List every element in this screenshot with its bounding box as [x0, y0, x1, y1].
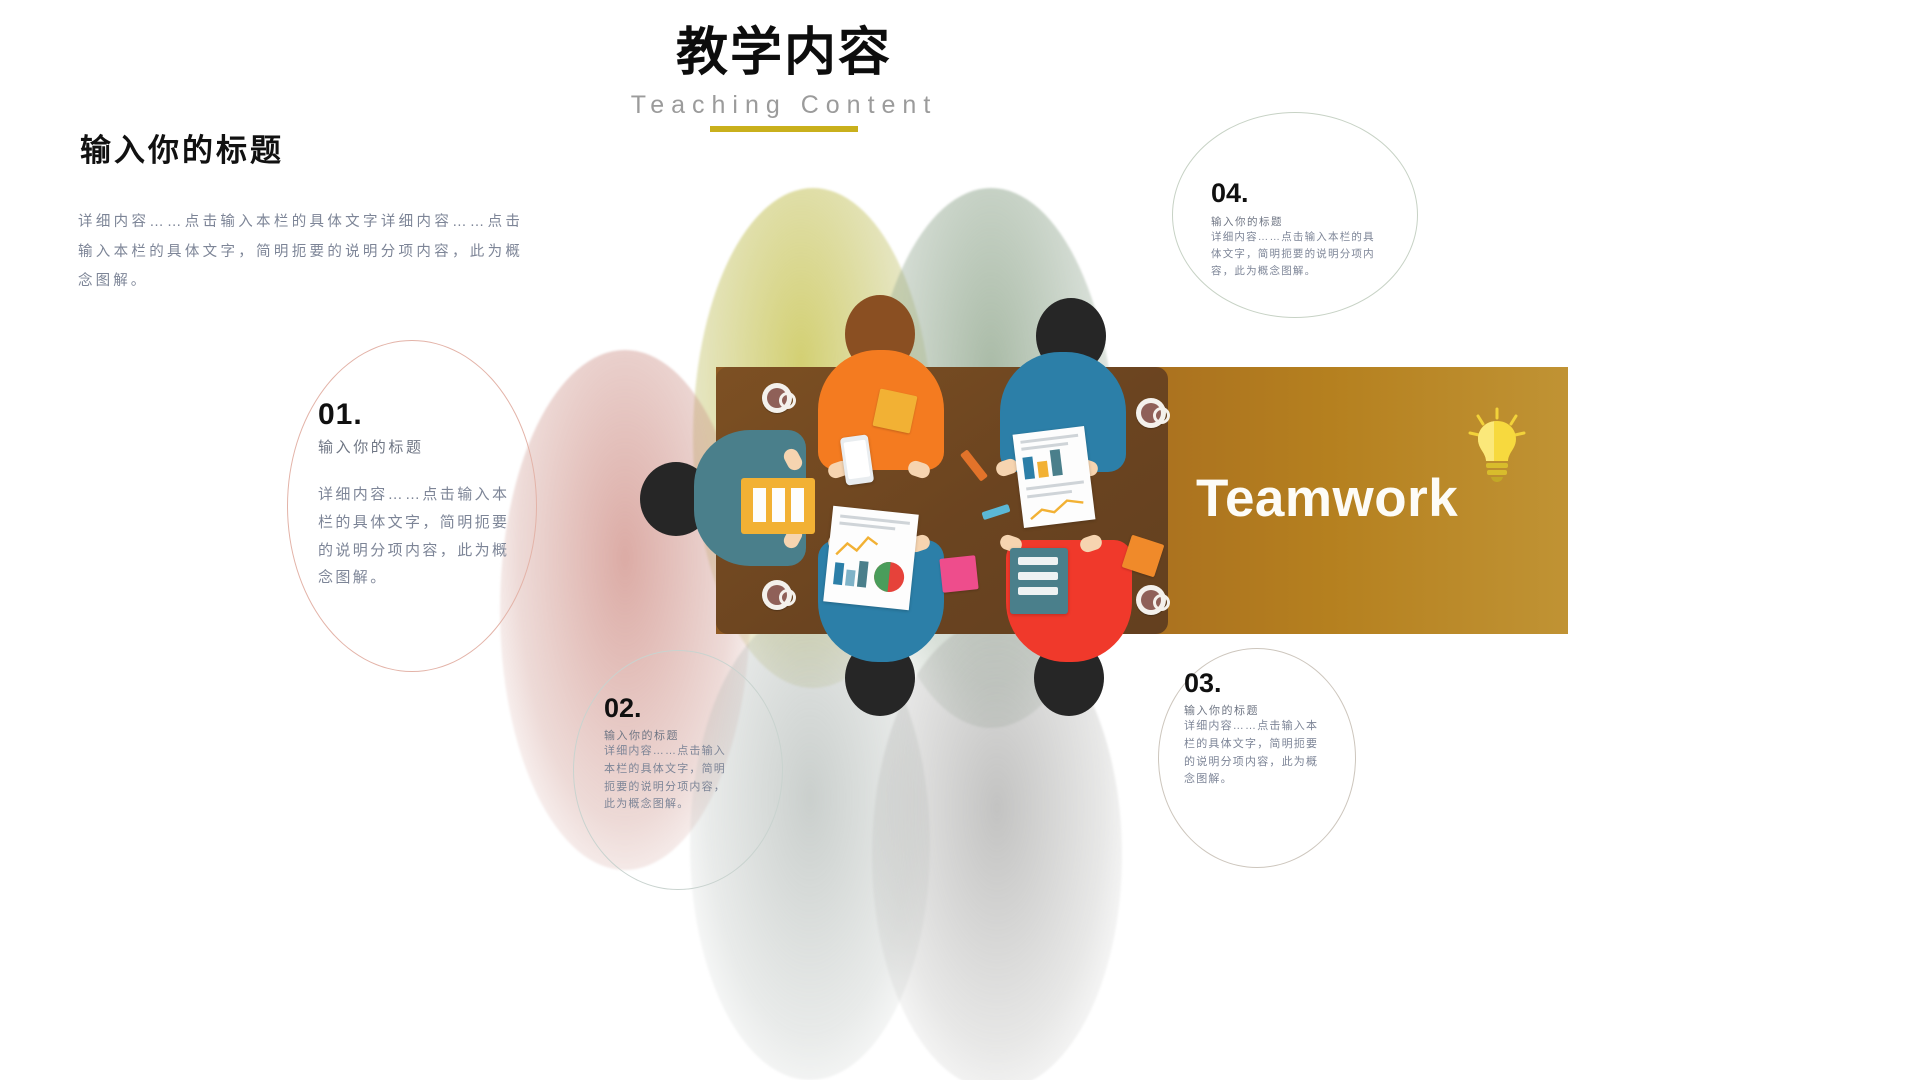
card-number: 02.	[604, 693, 642, 723]
card-body: 详细内容……点击输入本栏的具体文字，简明扼要的说明分项内容，此为概念图解。	[318, 486, 510, 587]
ring-outline-03	[1158, 648, 1356, 868]
teamwork-label: Teamwork	[1196, 469, 1459, 528]
card-title: 输入你的标题	[1211, 216, 1283, 228]
lead-paragraph: 详细内容……点击输入本栏的具体文字详细内容……点击输入本栏的具体文字，简明扼要的…	[78, 214, 523, 290]
card-body: 详细内容……点击输入本栏的具体文字，简明扼要的说明分项内容，此为概念图解。	[1211, 231, 1375, 277]
slide-header: 教学内容 Teaching Content	[0, 26, 1568, 132]
card-body: 详细内容……点击输入本栏的具体文字，简明扼要的说明分项内容，此为概念图解。	[604, 745, 726, 811]
presentation-card	[741, 478, 815, 534]
info-card-02[interactable]: 02. 输入你的标题 详细内容……点击输入本栏的具体文字，简明扼要的说明分项内容…	[604, 693, 738, 814]
ring-outline-02	[573, 650, 783, 890]
sticky-note-yellow	[872, 388, 918, 434]
lightbulb-icon	[1468, 407, 1526, 482]
coffee-cup-icon	[762, 383, 796, 413]
card-body: 详细内容……点击输入本栏的具体文字，简明扼要的说明分项内容，此为概念图解。	[1184, 720, 1319, 786]
ring-outline-01	[287, 340, 537, 672]
page-title: 教学内容	[675, 24, 892, 82]
title-underline	[710, 125, 858, 132]
info-card-01[interactable]: 01. 输入你的标题 详细内容……点击输入本栏的具体文字，简明扼要的说明分项内容…	[318, 398, 518, 592]
sticky-note-pink	[939, 555, 979, 593]
coffee-cup-icon	[1136, 398, 1170, 428]
lead-heading: 输入你的标题	[80, 133, 284, 168]
card-title: 输入你的标题	[1184, 705, 1259, 717]
card-number: 04.	[1211, 178, 1249, 208]
card-number: 01.	[318, 398, 363, 431]
card-title: 输入你的标题	[604, 730, 679, 742]
coffee-cup-icon	[762, 580, 796, 610]
document-chart-bottom	[823, 505, 919, 611]
page-subtitle: Teaching Content	[630, 90, 938, 119]
ring-outline-04	[1172, 112, 1418, 318]
card-number: 03.	[1184, 668, 1222, 698]
notebook-stack	[1010, 548, 1068, 614]
document-chart-top	[1012, 425, 1096, 529]
card-title: 输入你的标题	[318, 439, 424, 456]
coffee-cup-icon	[1136, 585, 1170, 615]
info-card-03[interactable]: 03. 输入你的标题 详细内容……点击输入本栏的具体文字，简明扼要的说明分项内容…	[1184, 668, 1326, 789]
info-card-04[interactable]: 04. 输入你的标题 详细内容……点击输入本栏的具体文字，简明扼要的说明分项内容…	[1211, 178, 1379, 280]
